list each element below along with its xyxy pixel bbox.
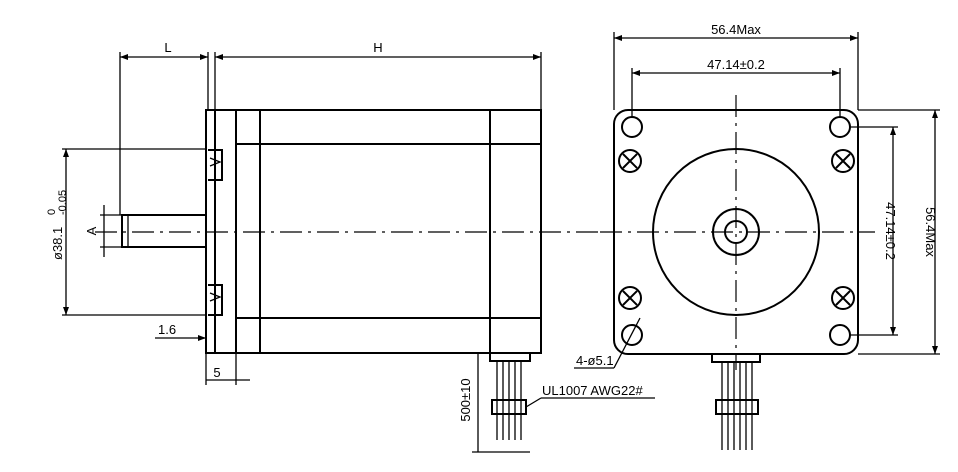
dim-A-label: A (84, 226, 99, 235)
side-view: L H A ø38.1 0 -0.05 1.6 5 (46, 40, 655, 453)
lead-spec-leader (525, 397, 542, 408)
lead-exit-front (711, 353, 761, 363)
dim-1-6-arrow (198, 335, 206, 341)
screw-bottom-left (618, 286, 642, 310)
screw-top-left (618, 149, 642, 173)
dim-pilot-tol-bottom: -0.05 (57, 190, 69, 215)
dim-5-label: 5 (213, 365, 220, 380)
dim-1-6-label: 1.6 (158, 322, 176, 337)
shaft (121, 214, 207, 248)
dim-pilot-label-group: ø38.1 0 -0.05 (46, 190, 69, 260)
upper-screw-pocket (208, 149, 223, 181)
screw-top-right (831, 149, 855, 173)
lead-exit-side (489, 352, 531, 362)
mount-hole-bottom-left (621, 324, 643, 346)
dim-pilot-label: ø38.1 (50, 227, 65, 260)
front-lead-clamp (715, 399, 759, 415)
mount-hole-bottom-right (829, 324, 851, 346)
dim-L-label: L (164, 40, 171, 55)
dim-H-label: H (373, 40, 382, 55)
dim-height-label: 56.4Max (923, 207, 938, 257)
lower-screw-mark (209, 292, 222, 302)
dim-holes-leader (613, 317, 641, 369)
dim-width-label: 56.4Max (711, 22, 761, 37)
dim-lead-label: 500±10 (458, 378, 473, 421)
screw-bottom-right (831, 286, 855, 310)
front-view: 56.4Max 47.14±0.2 47.14±0.2 56.4Max 4-ø5… (574, 22, 940, 450)
mount-hole-top-left (621, 116, 643, 138)
dim-hole-v-label: 47.14±0.2 (883, 202, 898, 260)
dim-hole-h-label: 47.14±0.2 (707, 57, 765, 72)
upper-screw-mark (209, 157, 222, 167)
dim-pilot-tol-top: 0 (46, 209, 58, 215)
lead-spec-label: UL1007 AWG22# (542, 383, 643, 398)
dim-holes-label: 4-ø5.1 (576, 353, 614, 368)
mount-hole-top-right (829, 116, 851, 138)
